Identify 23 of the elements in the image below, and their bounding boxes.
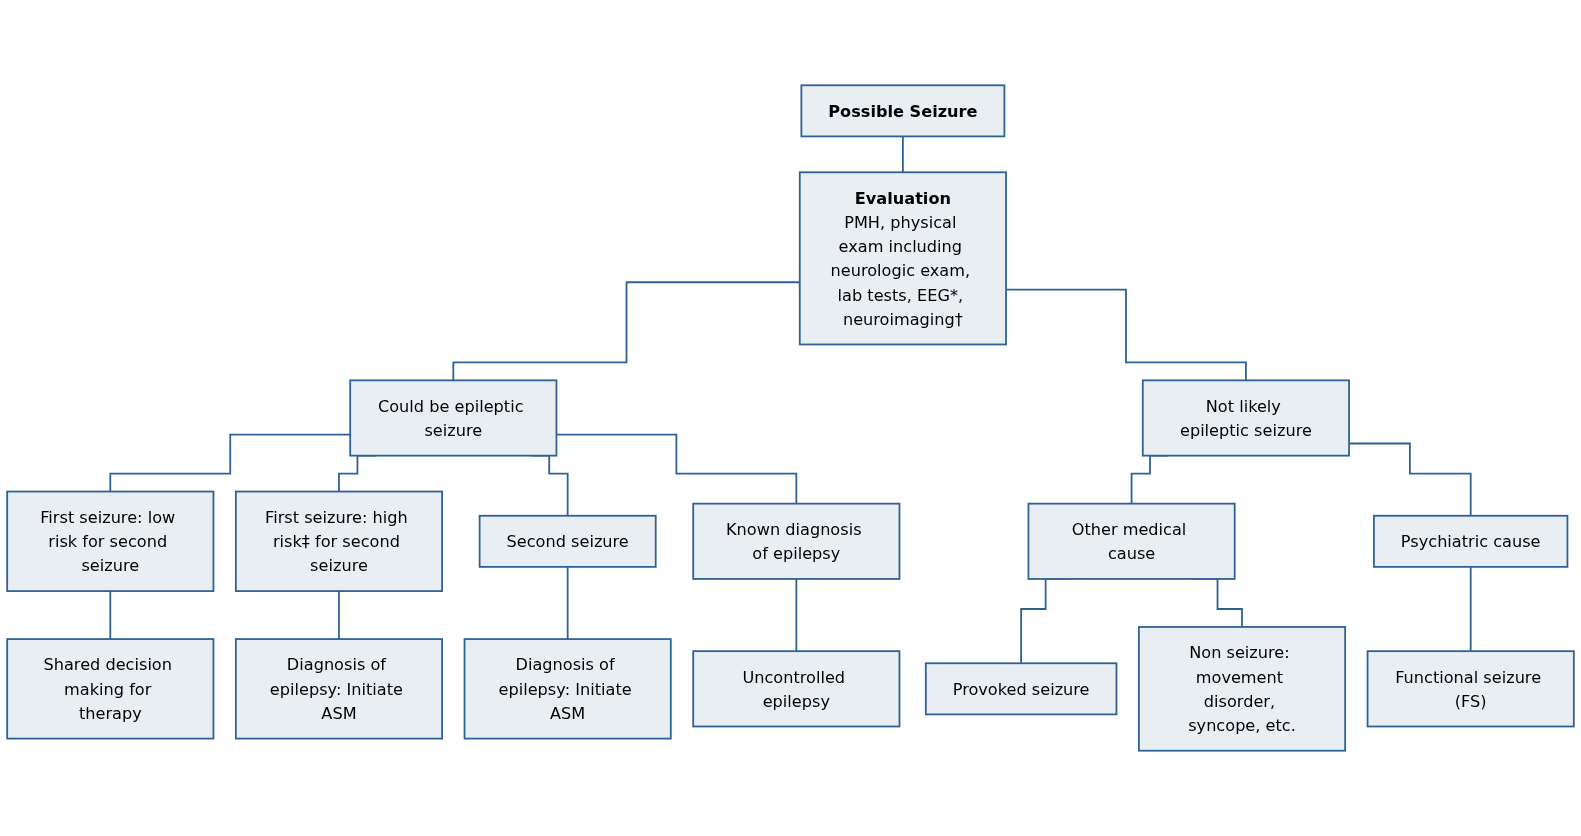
node-box: Diagnosis of epilepsy: Initiate ASM bbox=[234, 638, 443, 740]
node-box: Second seizure bbox=[478, 514, 657, 568]
connector bbox=[902, 135, 904, 174]
connector bbox=[338, 590, 340, 640]
connector bbox=[795, 578, 798, 653]
node-box: First seizure: low risk for second seizure bbox=[6, 490, 215, 592]
node-box: Known diagnosis of epilepsy bbox=[692, 502, 901, 580]
connector bbox=[1469, 565, 1472, 653]
connector bbox=[566, 565, 569, 640]
node-box: First seizure: high risk‡ for second seizure bbox=[234, 490, 443, 592]
node-box: Provoked seizure bbox=[924, 662, 1118, 716]
node-box: Possible Seizure bbox=[800, 84, 1006, 138]
node-box: Not likely epileptic seizure bbox=[1141, 379, 1350, 457]
connector bbox=[109, 590, 112, 640]
node-box: Evaluation PMH, physical exam including neurologic exam, lab tests, EEG*, neuroimaging† bbox=[798, 171, 1007, 346]
node-box: Could be epileptic seizure bbox=[349, 379, 558, 457]
node-box: Functional seizure (FS) bbox=[1366, 650, 1575, 728]
node-box: Psychiatric cause bbox=[1373, 514, 1569, 568]
node-box: Other medical cause bbox=[1027, 502, 1236, 580]
node-box: Diagnosis of epilepsy: Initiate ASM bbox=[463, 638, 672, 740]
node-box: Non seizure: movement disorder, syncope, etc. bbox=[1138, 626, 1347, 752]
node-box: Shared decision making for therapy bbox=[6, 638, 215, 740]
node-box: Uncontrolled epilepsy bbox=[692, 650, 901, 728]
